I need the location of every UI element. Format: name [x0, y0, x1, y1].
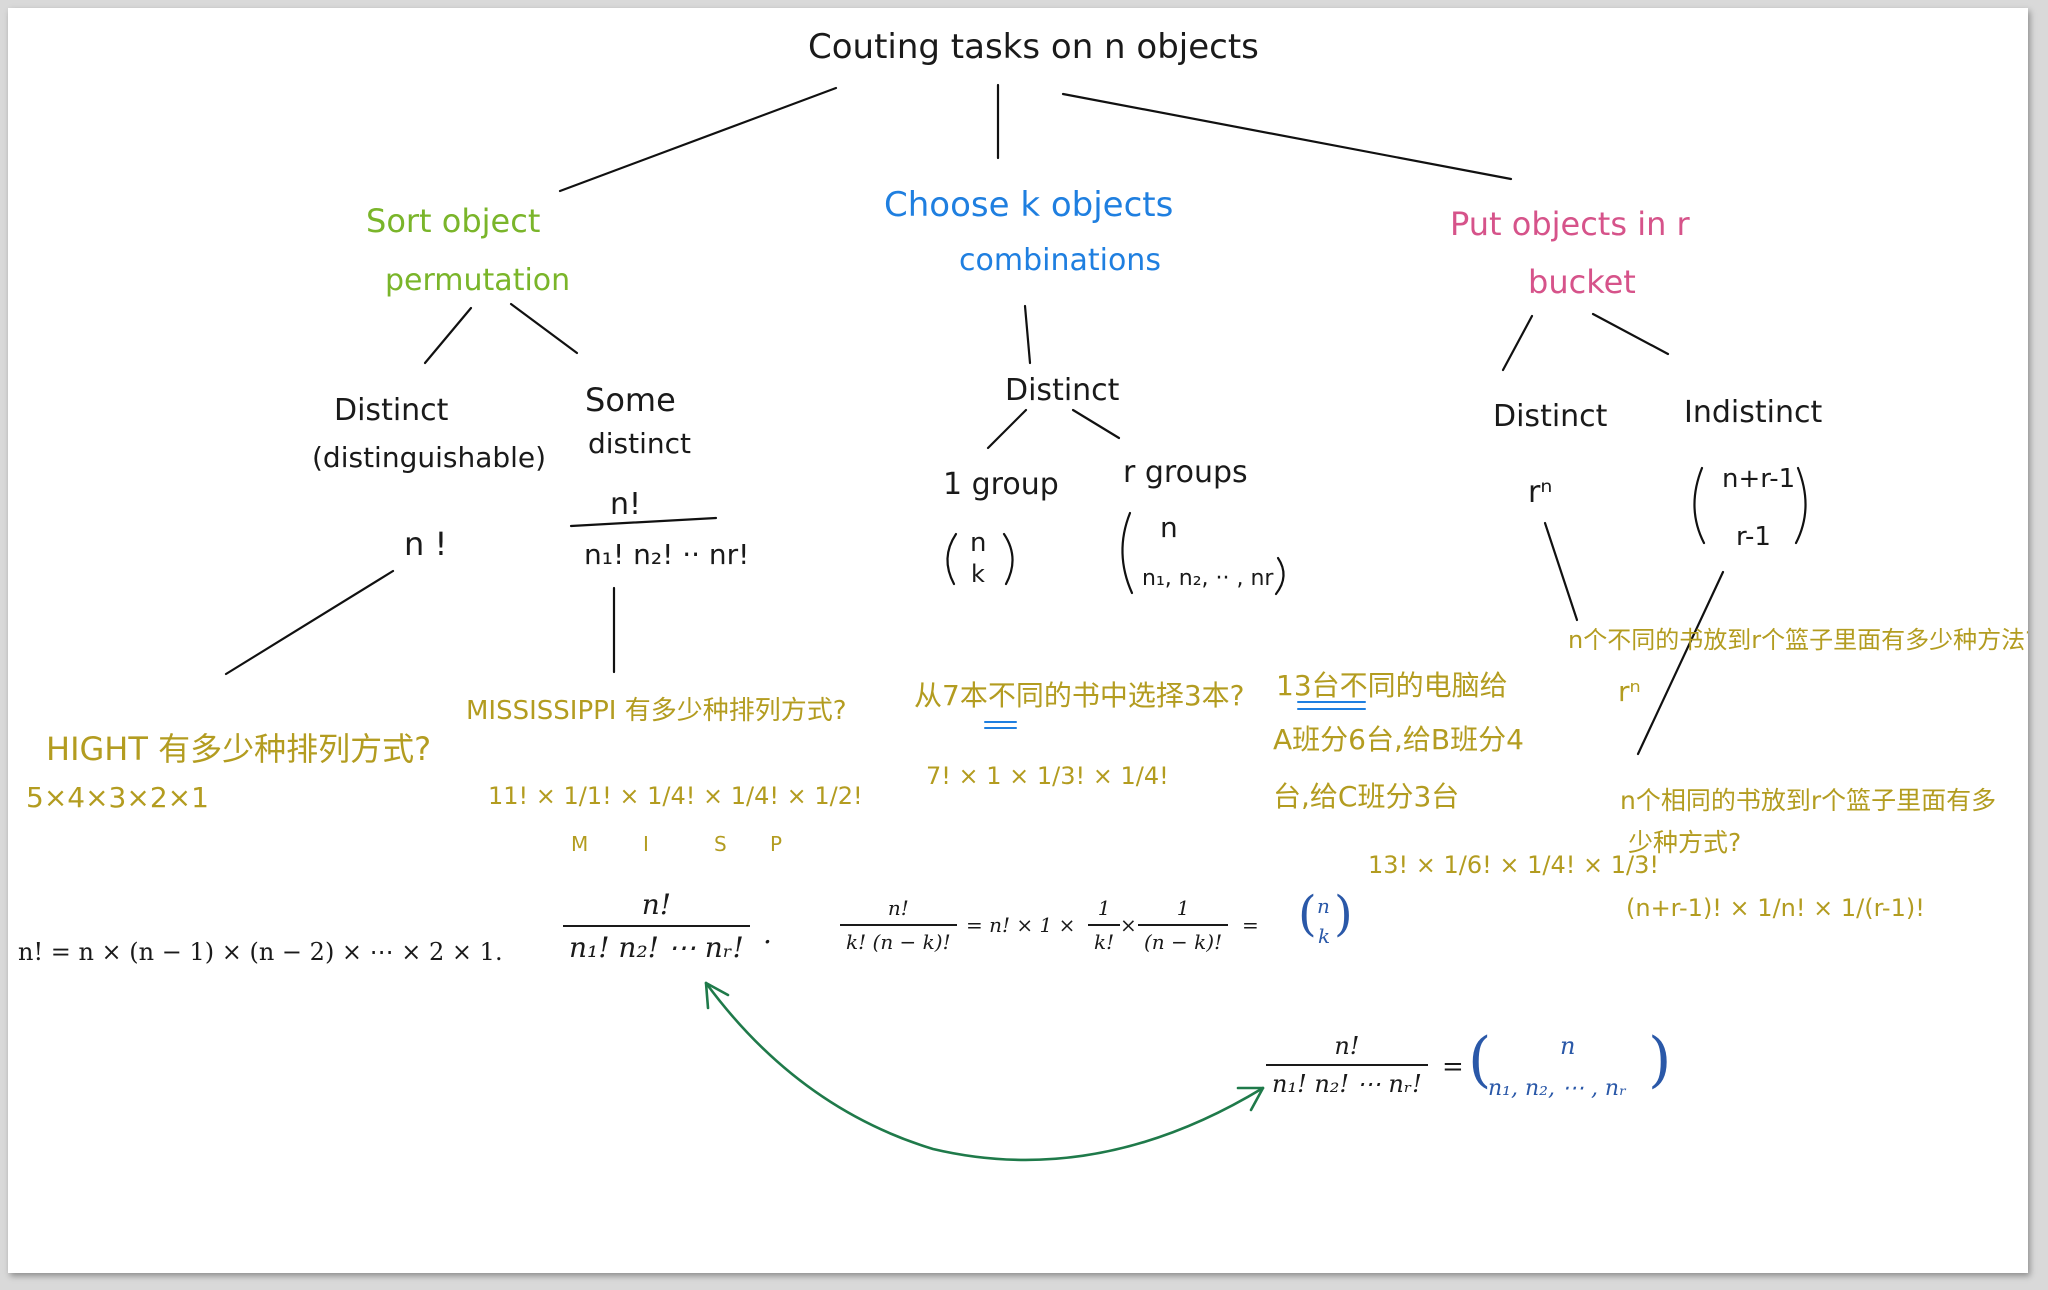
edge-sort-distinct	[423, 306, 473, 365]
binom-result-paren-left: (	[1298, 886, 1317, 942]
sort-some-numerator: n!	[610, 487, 642, 522]
put-distinct-formula: rⁿ	[1528, 475, 1553, 510]
binom-f2-denominator: (n − k)!	[1138, 924, 1229, 954]
paren-right-1group	[1002, 532, 1014, 586]
multinomial-fraction: n! n₁! n₂! ⋯ nᵣ!	[563, 888, 750, 964]
choose-1group-top: n	[970, 528, 987, 558]
binom-f1-denominator: k!	[1088, 924, 1121, 954]
miss-letter-m: M	[571, 832, 589, 856]
binom-f2-numerator: 1	[1176, 896, 1190, 920]
multi-denominator: n₁! n₂! ⋯ nᵣ!	[1266, 1064, 1428, 1098]
some-frac-bar	[569, 516, 718, 528]
multi-numerator: n!	[1334, 1032, 1360, 1060]
choose-distinct-label: Distinct	[1005, 373, 1120, 408]
binom-fraction-1: 1 k!	[1088, 896, 1121, 954]
root-title: Couting tasks on n objects	[808, 27, 1259, 67]
edge-put-indistinct	[1591, 312, 1670, 356]
computers-question-line2: A班分6台,给B班分4	[1273, 723, 1524, 756]
hight-answer: 5×4×3×2×1	[26, 781, 209, 814]
mississippi-question: MISSISSIPPI 有多少种排列方式?	[466, 696, 847, 726]
distinct-books-answer: rⁿ	[1618, 675, 1641, 708]
binom-f1-numerator: 1	[1097, 896, 1111, 920]
binom-lhs-fraction: n! k! (n − k)!	[840, 896, 957, 954]
whiteboard-canvas: Couting tasks on n objects Sort object p…	[8, 8, 2028, 1273]
mississippi-answer: 11! × 1/1! × 1/4! × 1/4! × 1/2!	[488, 782, 863, 810]
miss-letter-p: P	[770, 832, 783, 856]
computers-question-line3: 台,给C班分3台	[1273, 780, 1460, 813]
miss-letter-i: I	[643, 832, 649, 856]
multinomial-denominator: n₁! n₂! ⋯ nᵣ!	[563, 925, 750, 964]
choose-rgroups-label: r groups	[1123, 455, 1248, 490]
computers-question-line1: 13台不同的电脑给	[1276, 669, 1508, 702]
put-title-line2: bucket	[1528, 263, 1636, 301]
put-indistinct-label: Indistinct	[1684, 395, 1823, 430]
paren-left-1group	[946, 532, 958, 586]
sort-distinct-sub: (distinguishable)	[312, 441, 547, 474]
choose-rgroups-top: n	[1160, 511, 1178, 544]
same-books-question-line1: n个相同的书放到r个篮子里面有多	[1620, 786, 1997, 815]
sort-some-sub: distinct	[588, 427, 692, 460]
same-books-answer: (n+r-1)! × 1/n! × 1/(r-1)!	[1626, 894, 1925, 922]
edge-choose-1group	[986, 408, 1028, 450]
edge-rn2-example	[1636, 570, 1725, 756]
binom-fraction-2: 1 (n − k)!	[1138, 896, 1229, 954]
multinomial-period: .	[763, 917, 772, 950]
distinct-books-question: n个不同的书放到r个篮子里面有多少种方法?	[1568, 626, 2028, 654]
binom-times: ×	[1120, 913, 1137, 937]
multi-result-paren-left: (	[1468, 1025, 1492, 1095]
choose-title: Choose k objects	[884, 185, 1174, 225]
choose-1group-label: 1 group	[943, 467, 1059, 502]
tree-connectors	[224, 83, 1807, 1162]
multi-result-paren-right: )	[1648, 1025, 1672, 1095]
put-distinct-label: Distinct	[1493, 399, 1608, 434]
multi-fraction: n! n₁! n₂! ⋯ nᵣ!	[1266, 1032, 1428, 1098]
edge-root-sort	[558, 86, 838, 193]
put-indistinct-top: n+r-1	[1722, 464, 1796, 494]
edge-choose-distinct	[1023, 304, 1032, 365]
binom-result-top: n	[1317, 894, 1330, 918]
multi-result-bottom: n₁, n₂, ⋯ , nᵣ	[1488, 1076, 1627, 1101]
multi-result-top: n	[1560, 1032, 1576, 1060]
factorial-formula: n! = n × (n − 1) × (n − 2) × ⋯ × 2 × 1.	[18, 938, 503, 966]
same-books-question-line2: 少种方式?	[1628, 828, 1742, 857]
sort-some-label: Some	[585, 381, 676, 419]
binom-equals: =	[1242, 913, 1259, 937]
put-title-line1: Put objects in r	[1450, 205, 1690, 243]
binom-result-paren-right: )	[1334, 886, 1353, 942]
binom-lhs-numerator: n!	[887, 896, 909, 920]
sort-distinct-label: Distinct	[334, 393, 449, 428]
choose-rgroups-bottom: n₁, n₂, ·· , nr	[1142, 566, 1274, 591]
paren-left-rgroups	[1121, 511, 1134, 595]
binom-lhs-denominator: k! (n − k)!	[840, 924, 957, 954]
put-indistinct-bottom: r-1	[1736, 522, 1771, 552]
hight-question: HIGHT 有多少种排列方式?	[46, 730, 432, 768]
paren-right-rgroups	[1274, 556, 1285, 596]
sort-subtitle: permutation	[385, 263, 571, 298]
sort-title: Sort object	[366, 202, 541, 240]
multi-equals: =	[1442, 1052, 1464, 1082]
edge-root-put	[1061, 92, 1513, 181]
edge-hight	[224, 569, 395, 676]
choose-subtitle: combinations	[959, 243, 1161, 278]
edge-sort-some	[509, 302, 579, 355]
book-question: 从7本不同的书中选择3本?	[914, 679, 1245, 712]
sort-distinct-formula: n !	[404, 525, 448, 563]
curved-arrow	[704, 981, 1265, 1162]
paren-right-indistinct	[1794, 466, 1807, 545]
edge-put-distinct	[1501, 314, 1534, 372]
book-answer: 7! × 1 × 1/3! × 1/4!	[926, 762, 1169, 790]
choose-1group-bottom: k	[971, 560, 985, 588]
edge-choose-rgroups	[1071, 408, 1121, 440]
computers-answer: 13! × 1/6! × 1/4! × 1/3!	[1368, 851, 1659, 879]
binom-result-bottom: k	[1318, 924, 1331, 948]
binom-middle: = n! × 1 ×	[966, 913, 1076, 937]
miss-letter-s: S	[714, 832, 727, 856]
sort-some-denominator: n₁! n₂! ·· nr!	[584, 538, 750, 571]
paren-left-indistinct	[1693, 466, 1706, 545]
edge-rn-example	[1543, 521, 1579, 622]
multinomial-numerator: n!	[641, 888, 672, 921]
